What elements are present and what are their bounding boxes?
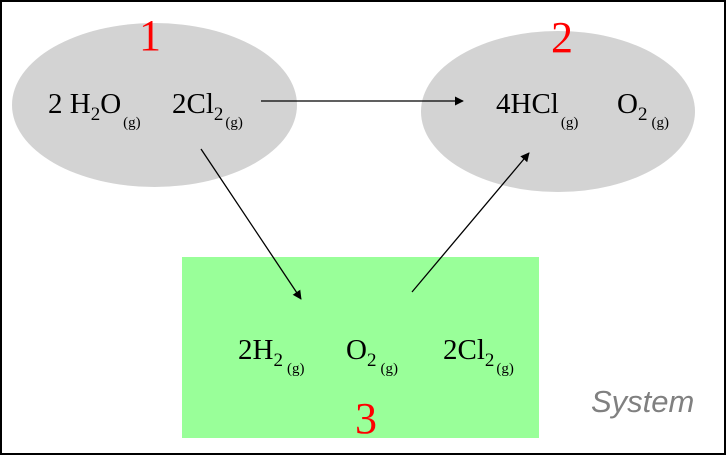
arrow-3-to-2 bbox=[411, 152, 530, 293]
arrow-1-to-3 bbox=[200, 148, 302, 300]
state-2-number: 2 bbox=[551, 13, 573, 62]
state-2-hcl: 4HCl(g) bbox=[496, 88, 579, 131]
state-1-chlorine: 2Cl2(g) bbox=[172, 88, 243, 131]
state-2-ellipse bbox=[421, 31, 695, 192]
state-3-oxygen: O2(g) bbox=[346, 334, 398, 377]
state-1-ellipse bbox=[12, 23, 297, 187]
system-label: System bbox=[591, 384, 695, 419]
state-1-number: 1 bbox=[139, 11, 161, 60]
state-3-chlorine: 2Cl2(g) bbox=[443, 334, 514, 377]
state-1-water: 2 H2O(g) bbox=[48, 88, 141, 131]
state-2-oxygen: O2(g) bbox=[617, 88, 669, 131]
state-3-hydrogen: 2H2(g) bbox=[238, 334, 305, 377]
state-3-number: 3 bbox=[355, 394, 377, 443]
state-3-box bbox=[182, 257, 539, 438]
